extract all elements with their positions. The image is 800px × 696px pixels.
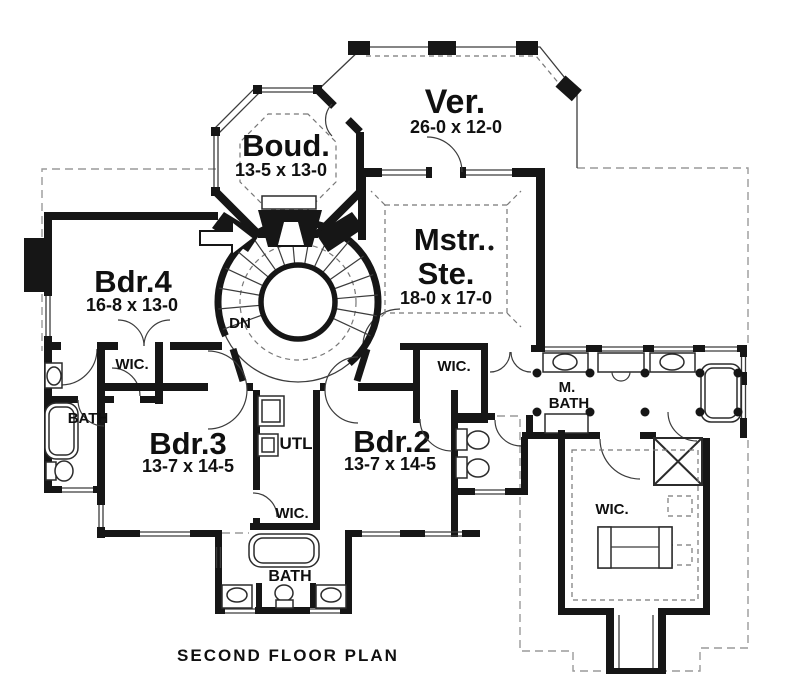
sink bbox=[221, 584, 253, 609]
wic-right-room: WIC. bbox=[558, 430, 710, 674]
veranda-label: Ver. bbox=[425, 83, 486, 121]
sink bbox=[44, 362, 63, 389]
cabinet bbox=[597, 352, 645, 382]
toilet bbox=[45, 460, 74, 482]
master-bath-label-1: M. bbox=[559, 379, 576, 396]
bedroom2-room: Bdr.2 13-7 x 14-5 bbox=[344, 390, 480, 537]
master-suite-room: Mstr. Ste. 18-0 x 17-0 bbox=[358, 136, 545, 352]
wic-right-label: WIC. bbox=[595, 501, 628, 518]
bathtub bbox=[44, 402, 79, 460]
shower-xbox bbox=[653, 437, 703, 486]
stair-well bbox=[258, 262, 338, 342]
bidet bbox=[455, 456, 490, 479]
master-label-1: Mstr. bbox=[414, 222, 486, 257]
vanity-sink bbox=[542, 352, 589, 373]
master-bath-room: M. BATH bbox=[489, 345, 747, 442]
bedroom2-dims: 13-7 x 14-5 bbox=[344, 454, 436, 474]
plan-caption: SECOND FLOOR PLAN bbox=[177, 646, 399, 665]
hall-walls bbox=[97, 350, 413, 430]
bedroom4-dims: 16-8 x 13-0 bbox=[86, 295, 178, 315]
wic-left-label: WIC. bbox=[115, 356, 148, 373]
boudoir-dims: 13-5 x 13-0 bbox=[235, 160, 327, 180]
sink bbox=[315, 584, 347, 609]
bath-left-room: BATH bbox=[44, 362, 109, 493]
stair-dn-label: DN bbox=[229, 315, 251, 332]
bedroom3-dims: 13-7 x 14-5 bbox=[142, 456, 234, 476]
utility-room: UTL WIC. bbox=[252, 390, 320, 530]
bedroom2-label: Bdr.2 bbox=[353, 424, 431, 459]
toilet bbox=[455, 428, 490, 451]
master-dims: 18-0 x 17-0 bbox=[400, 288, 492, 308]
master-tub bbox=[700, 363, 742, 423]
bedroom3-room: Bdr.3 13-7 x 14-5 bbox=[98, 426, 234, 537]
master-left-wall bbox=[358, 168, 366, 240]
veranda-post bbox=[428, 41, 456, 55]
chimney-block bbox=[24, 238, 46, 292]
veranda-post bbox=[348, 41, 370, 55]
boudoir-door-arc bbox=[325, 103, 333, 137]
master-label-2: Ste. bbox=[418, 256, 475, 291]
bathtub bbox=[248, 533, 320, 568]
bath-bottom-room: BATH bbox=[215, 523, 352, 614]
veranda: Ver. 26-0 x 12-0 bbox=[318, 41, 582, 168]
vanity-sink bbox=[649, 352, 696, 373]
shower-door-arc bbox=[667, 411, 698, 442]
boudoir-windows bbox=[211, 85, 322, 196]
veranda-post bbox=[516, 41, 538, 55]
toilet-room bbox=[451, 413, 528, 495]
wic-bottom-label: WIC. bbox=[275, 505, 308, 522]
boudoir-label: Boud. bbox=[242, 128, 330, 163]
utility-label: UTL bbox=[279, 434, 312, 453]
bench bbox=[544, 413, 589, 434]
veranda-post bbox=[555, 75, 582, 102]
bedroom4-label: Bdr.4 bbox=[94, 264, 172, 299]
island-bench bbox=[597, 526, 673, 569]
columns bbox=[532, 368, 743, 417]
toilet bbox=[274, 584, 294, 609]
dryer bbox=[257, 433, 279, 457]
master-right-wall bbox=[536, 168, 545, 352]
wic-master-room: WIC. bbox=[413, 343, 488, 452]
entry-arrow bbox=[199, 218, 256, 258]
master-bath-label-2: BATH bbox=[549, 395, 590, 412]
bath-bottom-label: BATH bbox=[268, 568, 311, 585]
veranda-dims: 26-0 x 12-0 bbox=[410, 117, 502, 137]
attic-boundary bbox=[571, 449, 699, 601]
washer bbox=[257, 395, 285, 427]
veranda-door-arc bbox=[426, 136, 463, 173]
boudoir-tray-ceiling bbox=[239, 113, 337, 211]
bath-left-label: BATH bbox=[68, 410, 109, 427]
bedroom3-label: Bdr.3 bbox=[149, 426, 227, 461]
wic-master-label: WIC. bbox=[437, 358, 470, 375]
master-windows bbox=[382, 167, 512, 178]
wic-left-room: WIC. bbox=[97, 342, 163, 538]
bedroom4-window bbox=[45, 296, 51, 336]
roof-outline-dashed bbox=[41, 167, 749, 672]
